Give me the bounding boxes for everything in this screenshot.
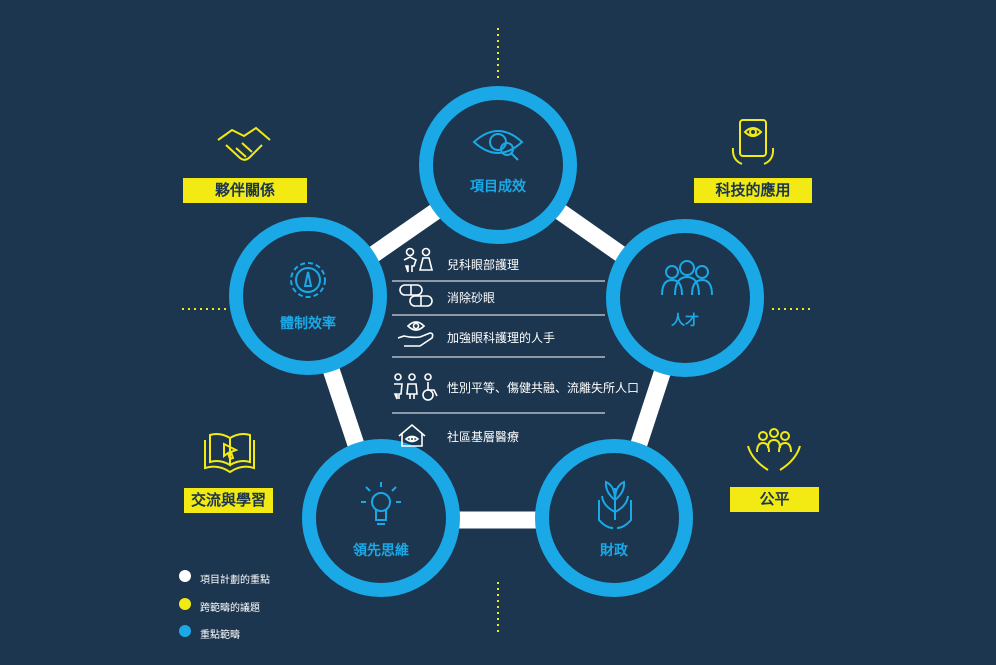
- programme-item-5: 社區基層醫療: [447, 430, 520, 444]
- lightbulb-icon: [361, 482, 401, 525]
- ring-bottom-left: [302, 439, 460, 597]
- hands-plant-icon: [598, 480, 632, 529]
- people-icon: [661, 260, 713, 296]
- cross-cutting-learning-tag: 交流與學習: [184, 488, 273, 513]
- house-eye-icon: [398, 423, 426, 447]
- legend-white-label: 項目計劃的重點: [200, 575, 270, 586]
- legend-yellow-label: 跨範疇的議題: [200, 603, 260, 614]
- programme-item-2: 消除砂眼: [447, 291, 496, 305]
- programme-item-4: 性別平等、傷健共融、流離失所人口: [447, 381, 640, 395]
- legend-blue-label: 重點範疇: [200, 630, 240, 641]
- focus-area-bottom-right-label: 財政: [600, 543, 628, 559]
- cross-cutting-equity-tag: 公平: [730, 487, 819, 512]
- focus-area-left-label: 體制效率: [280, 316, 336, 332]
- programme-item-3: 加強眼科護理的人手: [447, 331, 556, 345]
- ring-right: [606, 219, 764, 377]
- book-cursor-icon: [204, 433, 255, 474]
- programme-item-1: 兒科眼部護理: [447, 258, 520, 272]
- legend-blue-dot: [179, 625, 191, 637]
- gear-icon: [290, 262, 326, 298]
- cross-cutting-technology-tag: 科技的應用: [694, 178, 812, 203]
- focus-area-bottom-left-label: 領先思維: [353, 543, 409, 559]
- children-icon: [403, 247, 434, 273]
- cross-cutting-partnership-tag: 夥伴關係: [183, 178, 307, 203]
- handshake-icon: [217, 126, 271, 161]
- eye-magnifier-icon: [472, 130, 524, 161]
- tablet-eye-icon: [731, 119, 775, 165]
- legend-yellow-dot: [179, 598, 191, 610]
- group-hands-icon: [747, 428, 801, 471]
- focus-area-right-label: 人才: [671, 313, 699, 329]
- ring-top: [419, 86, 577, 244]
- legend-white-dot: [179, 570, 191, 582]
- focus-area-top-label: 項目成效: [470, 179, 526, 195]
- pills-icon: [399, 284, 433, 307]
- hand-eye-icon: [397, 321, 434, 347]
- people-wheelchair-icon: [393, 373, 438, 401]
